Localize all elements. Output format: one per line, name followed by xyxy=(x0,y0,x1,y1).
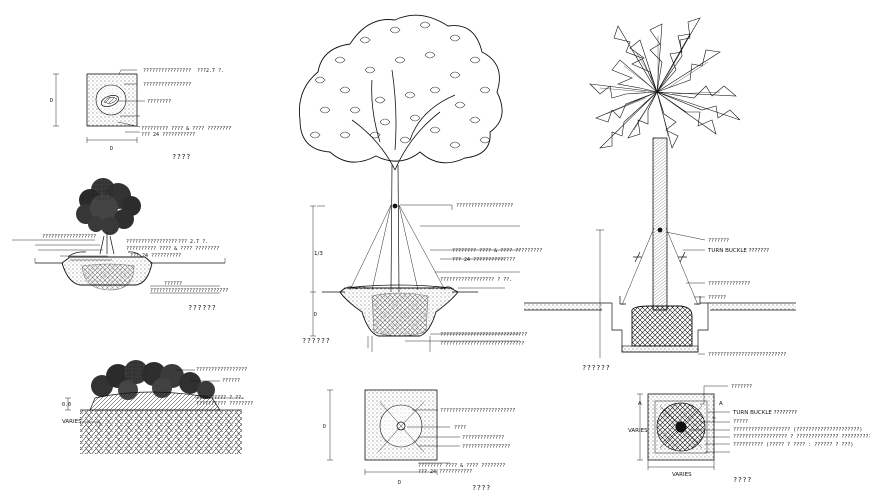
detail-7-dim-varies-bottom: VARIES xyxy=(672,472,692,478)
detail-7-plan: ??????? TURN BUCKLE ???????? ????? ?????… xyxy=(628,384,870,484)
detail-5-note-5: ???????? ???? & ???? ???????? xyxy=(418,463,505,469)
detail-2-note-1: ?????????????????? xyxy=(42,234,96,240)
detail-4-note-1: ??????????????????? xyxy=(456,203,513,209)
palm-fronds xyxy=(589,17,741,149)
detail-6-note-2: TURN BUCKLE ??????? xyxy=(707,248,769,254)
detail-1-note-3: ???????????????? xyxy=(143,82,191,88)
detail-7-dim-a-left: A xyxy=(638,401,642,407)
ground-right xyxy=(710,303,796,310)
detail-7-dim-varies-side: VARIES xyxy=(628,428,648,434)
detail-4-section: ??????????????????? ???????? ???? & ????… xyxy=(298,14,542,352)
palm-pit-base xyxy=(621,345,699,353)
ground-left xyxy=(524,303,602,310)
detail-5-note-4: ???????????????? xyxy=(462,444,510,450)
detail-2-note-2: ????????????????? xyxy=(126,239,177,245)
detail-6-note-1: ??????? xyxy=(708,238,729,244)
detail-4-dim-ratio: 1/3 xyxy=(314,251,323,257)
trunk-plan-mark xyxy=(103,96,118,104)
detail-1-note-6: ??? 24 ??????????? xyxy=(141,132,195,138)
turn-buckle-right xyxy=(678,251,687,263)
detail-4-dim-depth: D xyxy=(314,312,317,318)
detail-6-note-5: ?????????????????????????? xyxy=(708,352,786,358)
hedge-mulch-bed xyxy=(89,391,221,411)
detail-2-caption: ?????? xyxy=(188,304,216,312)
detail-4-note-2: ???????? ???? & ???? ????????? xyxy=(452,248,542,254)
detail-5-note-1: ????????????????????????? xyxy=(440,408,515,414)
detail-1-note-2: ???2.7 ?. xyxy=(197,68,224,74)
detail-5-plan: ????????????????????????? ???? ?????????… xyxy=(323,389,515,492)
detail-7-note-6: ?????????? (????? ? ???? : ?????? ? ???) xyxy=(733,442,853,448)
detail-6-note-4: ?????? xyxy=(708,295,726,301)
detail-3-note-2: ?????? xyxy=(222,378,240,384)
detail-2-note-6: ?????? xyxy=(164,281,182,287)
detail-5-caption: ???? xyxy=(472,484,491,492)
palm-trunk xyxy=(652,137,668,311)
detail-3-dim-varies: VARIES xyxy=(62,419,82,425)
shrub-canopy xyxy=(76,178,141,235)
detail-3-note-3: ?????????? ? ??. xyxy=(196,395,244,401)
detail-2-note-7: ?????????????????????????? xyxy=(150,288,228,294)
detail-1-dim-side: D xyxy=(50,98,53,104)
detail-1-note-4: ???????? xyxy=(147,99,171,105)
detail-7-note-1: ??????? xyxy=(731,384,752,390)
stake-feet xyxy=(619,296,701,305)
detail-6-caption: ?????? xyxy=(582,364,610,372)
detail-4-note-6: ???????????????????????????? xyxy=(440,341,524,347)
detail-5-dim-side: D xyxy=(323,424,326,430)
detail-2-section: ?????????????????? ????????????????? ???… xyxy=(12,178,228,312)
detail-3-note-4: ?????????? ???????? xyxy=(196,401,253,407)
root-ball-outline xyxy=(101,95,119,107)
detail-3-dim-depth: 0.0 xyxy=(62,402,71,408)
detail-6-section: ??????? TURN BUCKLE ??????? ????????????… xyxy=(524,17,796,372)
detail-7-note-2: TURN BUCKLE ???????? xyxy=(732,410,797,416)
detail-2-note-5: ??? 24 ?????????? xyxy=(130,253,181,259)
shrub-root-ball xyxy=(81,263,135,291)
detail-4-note-3: ??? 24 ?????????????? xyxy=(452,257,515,263)
detail-7-dim-a-right: A xyxy=(719,401,723,407)
palm-tie-point xyxy=(657,227,663,233)
detail-1-dim-bottom: D xyxy=(110,146,113,152)
palm-root-ball xyxy=(631,305,693,347)
tree-root-ball xyxy=(371,292,429,337)
detail-1-note-1: ???????????????? xyxy=(143,68,191,74)
detail-5-note-3: ?????????????? xyxy=(462,435,504,441)
detail-5-note-6: ??? 24 ??????????? xyxy=(418,469,472,475)
detail-7-note-4: ??????????????????? (???????????????????… xyxy=(733,427,862,433)
detail-4-note-5: ????????????????????????????? xyxy=(440,332,527,338)
detail-5-dim-bottom: D xyxy=(398,480,401,486)
detail-7-note-3: ????? xyxy=(733,419,748,425)
detail-2-note-3: ??? 2.7 ?. xyxy=(178,239,208,245)
detail-1-note-5: ????????? ???? & ???? ???????? xyxy=(141,126,231,132)
detail-4-note-4: ?????????????????? ? ??. xyxy=(440,277,512,283)
turn-buckle-left xyxy=(633,251,642,263)
tree-trunk xyxy=(390,164,400,293)
detail-6-note-3: ?????????????? xyxy=(708,281,750,287)
detail-2-note-4: ?????????? ???? & ???? ???????? xyxy=(126,246,219,252)
hedge-soil-hatch xyxy=(80,410,242,454)
detail-3-note-1: ????????????????? xyxy=(196,367,247,373)
detail-1-caption: ???? xyxy=(172,153,191,161)
detail-7-note-5: ?????????????????? ? ?????????????? ????… xyxy=(733,434,870,440)
detail-4-caption: ?????? xyxy=(302,337,330,345)
detail-5-note-2: ???? xyxy=(454,425,466,431)
detail-1-plan: ???????????????? ???2.7 ?. ?????????????… xyxy=(50,68,231,161)
tree-canopy xyxy=(298,14,503,171)
tree-tie-point xyxy=(392,203,398,209)
detail-7-caption: ???? xyxy=(733,476,752,484)
detail-3-section: ????????????????? ?????? ?????????? ? ??… xyxy=(62,360,253,454)
